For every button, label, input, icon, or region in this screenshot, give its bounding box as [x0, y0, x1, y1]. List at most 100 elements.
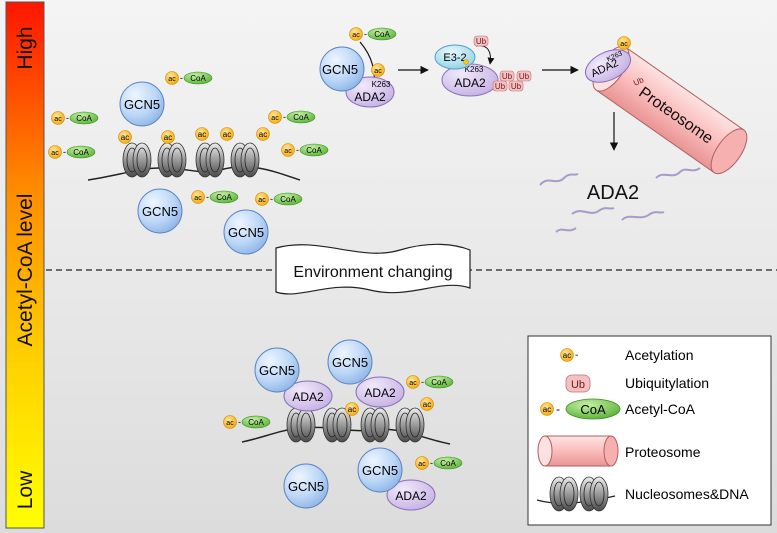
- acetyl-mark: ac: [195, 127, 209, 141]
- high-chromatin-cluster: ac ac ac ac ac GCN5 GCN5 GCN5 ac - CoA a…: [48, 71, 329, 255]
- legend: ac - Acetylation Ub Ubiquitylation ac - …: [527, 335, 772, 526]
- ac-label: ac: [223, 130, 231, 139]
- ub-label: Ub: [571, 379, 585, 391]
- gcn5-protein: GCN5: [119, 81, 165, 127]
- ac-label: ac: [418, 461, 426, 468]
- coa-label: CoA: [76, 114, 92, 123]
- dash-label: -: [421, 377, 424, 387]
- dash-label: -: [63, 147, 66, 157]
- acetyl-coa-molecule: ac - CoA: [415, 456, 463, 470]
- dash-label: -: [556, 402, 560, 416]
- gcn5-protein: GCN5: [223, 209, 269, 255]
- degraded-ada2-label: ADA2: [587, 182, 639, 204]
- dash-label: -: [283, 112, 286, 122]
- nucleosome: [395, 407, 425, 443]
- legend-acetylation-label: Acetylation: [625, 347, 693, 363]
- nucleosome: [195, 142, 225, 178]
- legend-item-acetylation: ac - Acetylation: [560, 347, 693, 363]
- dash-label: -: [364, 29, 367, 39]
- ac-label: ac: [271, 115, 279, 122]
- dash-label: -: [296, 145, 299, 155]
- dash-label: -: [66, 113, 69, 123]
- ac-label: ac: [543, 405, 551, 414]
- nucleosome: [286, 407, 316, 443]
- ac-label: ac: [352, 32, 360, 39]
- ada2-label: ADA2: [292, 390, 324, 404]
- level-low-label: Low: [14, 470, 37, 509]
- ada2-protein: ADA2: [355, 376, 405, 408]
- ac-label: ac: [259, 130, 267, 139]
- ub-label: Ub: [511, 82, 522, 91]
- acetyl-mark: ac: [220, 127, 234, 141]
- coa-label: CoA: [73, 148, 89, 157]
- level-axis-label: Acetyl-CoA level: [14, 194, 37, 347]
- acetyl-mark: ac: [345, 402, 359, 416]
- gcn5-label: GCN5: [322, 62, 358, 77]
- ac-label: ac: [164, 133, 172, 142]
- ub-label: Ub: [495, 82, 506, 91]
- acetyl-mark: ac: [118, 130, 132, 144]
- acetyl-coa-level-bar: High Acetyl-CoA level Low: [5, 1, 45, 529]
- gcn5-protein: GCN5: [137, 188, 183, 234]
- nucleosome: [230, 142, 260, 178]
- low-chromatin-cluster: ac ac ADA2 GCN5 ADA2 GCN5 ADA2 GCN5: [223, 339, 463, 511]
- ada2-label: ADA2: [395, 489, 427, 503]
- ac-label: ac: [563, 351, 571, 360]
- legend-proteosome-label: Proteosome: [625, 444, 701, 460]
- coa-label: CoA: [580, 402, 606, 417]
- nucleosome: [360, 407, 390, 443]
- acetyl-mark: ac: [256, 127, 270, 141]
- environment-changing-banner: Environment changing: [275, 243, 471, 295]
- acetyl-coa-molecule: ac - CoA: [191, 190, 239, 204]
- ubiquitin-tag: Ub: [473, 35, 489, 47]
- e3-label: E3-2: [443, 52, 466, 64]
- acetyl-coa-molecule: ac - CoA: [281, 143, 329, 157]
- acetyl-mark: ac: [371, 63, 385, 77]
- coa-label: CoA: [216, 193, 232, 202]
- gcn5-protein: GCN5: [254, 347, 300, 393]
- coa-label: CoA: [306, 146, 322, 155]
- gcn5-protein: GCN5: [319, 46, 365, 92]
- gcn5-label: GCN5: [288, 479, 324, 494]
- acetyl-site-dot: [463, 59, 469, 65]
- gcn5-label: GCN5: [362, 463, 398, 478]
- ac-label: ac: [51, 150, 59, 157]
- ac-label: ac: [423, 400, 431, 409]
- legend-item-nucleosomes: Nucleosomes&DNA: [536, 476, 749, 512]
- nucleosome: [157, 142, 187, 178]
- coa-label: CoA: [374, 30, 390, 39]
- dash-label: -: [180, 73, 183, 83]
- proteosome: Proteosome: [592, 45, 748, 175]
- degraded-peptides: [539, 167, 701, 233]
- gcn5-label: GCN5: [259, 363, 295, 378]
- nucleosome: [122, 142, 152, 178]
- ac-label: ac: [168, 76, 176, 83]
- gcn5-protein: GCN5: [283, 463, 329, 509]
- ada2-protein: ADA2: [283, 380, 333, 412]
- ada2-protein: ADA2 K263: [584, 49, 632, 83]
- ac-label: ac: [198, 130, 206, 139]
- legend-item-acetyl-coa: ac - CoA Acetyl-CoA: [540, 398, 696, 420]
- acetyl-coa-molecule: ac - CoA: [406, 375, 454, 389]
- level-high-label: High: [14, 26, 37, 69]
- coa-label: CoA: [293, 113, 309, 122]
- coa-label: CoA: [190, 74, 206, 83]
- ac-label: ac: [194, 195, 202, 202]
- ac-label: ac: [258, 197, 266, 204]
- dash-label: -: [206, 192, 209, 202]
- ub-label: Ub: [476, 37, 487, 46]
- legend-ubiquitylation-label: Ubiquitylation: [625, 375, 709, 391]
- ubiquitin-chain: Ub Ub Ub Ub: [492, 70, 532, 92]
- dash-label: -: [270, 194, 273, 204]
- ac-label: ac: [374, 68, 382, 75]
- e3-ligase: E3-2: [434, 44, 476, 70]
- dash-label: -: [238, 417, 241, 427]
- ub-label: Ub: [632, 75, 646, 88]
- environment-changing-label: Environment changing: [293, 264, 452, 281]
- dna-strand: [87, 165, 301, 181]
- acetyl-coa-molecule: ac - CoA: [51, 111, 99, 125]
- ac-label: ac: [226, 420, 234, 427]
- legend-acetyl-coa-label: Acetyl-CoA: [625, 401, 696, 417]
- legend-nucleosomes-label: Nucleosomes&DNA: [625, 486, 749, 502]
